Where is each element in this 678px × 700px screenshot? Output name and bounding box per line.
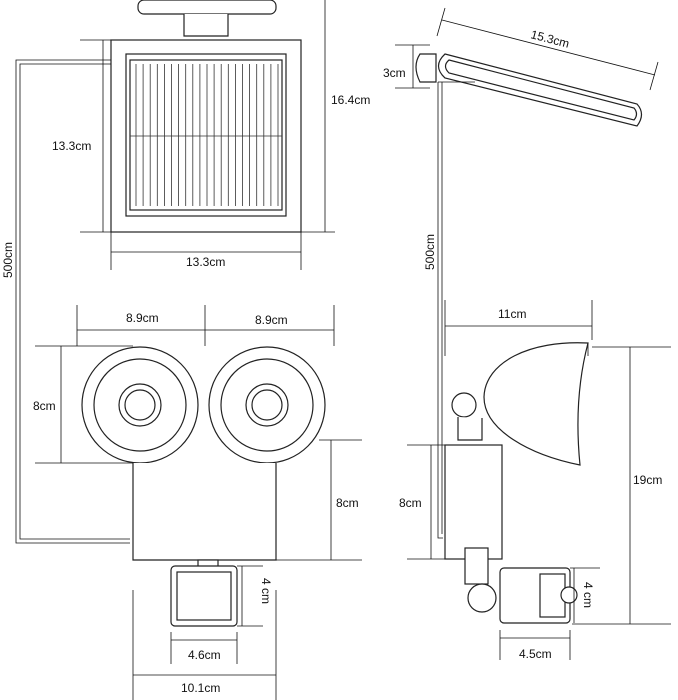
label-cable-front: 500cm <box>1 242 15 278</box>
dim-body-width: 10.1cm <box>132 590 277 700</box>
lamp-left <box>81 346 199 464</box>
lamp-head-side <box>483 342 589 466</box>
sensor-arm-side <box>464 547 489 585</box>
label-sensor-width-side: 4.5cm <box>519 647 552 661</box>
label-panel-thickness: 3cm <box>383 66 406 80</box>
label-panel-height: 13.3cm <box>52 139 91 153</box>
motion-sensor-front <box>170 565 238 627</box>
lamp-right <box>208 346 326 464</box>
dim-cable-front: 500cm <box>1 242 15 278</box>
panel-mount-bracket <box>137 0 277 15</box>
dim-cable-side: 500cm <box>423 234 437 270</box>
label-body-height-side: 8cm <box>399 496 422 510</box>
label-sensor-height-side: 4 cm <box>581 582 595 608</box>
label-sensor-height-front: 4 cm <box>259 578 273 604</box>
dim-panel-width: 13.3cm <box>110 232 302 270</box>
label-cable-side: 500cm <box>423 234 437 270</box>
cable-front <box>15 59 130 544</box>
label-body-height: 8cm <box>336 496 359 510</box>
dim-lamp-depth: 11cm <box>444 300 593 356</box>
dim-total-height: 19cm <box>572 346 671 625</box>
solar-cell-grid <box>135 64 279 206</box>
cable-side <box>437 82 443 539</box>
label-total-height: 19cm <box>633 473 662 487</box>
dim-body-height: 8cm <box>276 439 362 561</box>
dim-panel-height: 13.3cm <box>52 39 111 233</box>
label-panel-total-height: 16.4cm <box>331 93 370 107</box>
solar-panel-front <box>110 39 302 233</box>
front-view: 13.3cm 16.4cm 13.3cm 500cm 8.9cm 8.9cm <box>1 0 370 700</box>
dim-panel-total-height: 16.4cm <box>301 0 370 233</box>
dim-body-height-side: 8cm <box>399 444 445 560</box>
label-lamp-width-left: 8.9cm <box>126 311 159 325</box>
label-lamp-height: 8cm <box>33 399 56 413</box>
label-panel-width: 13.3cm <box>186 255 225 269</box>
lamp-body-front <box>132 463 277 561</box>
motion-sensor-side <box>499 567 578 624</box>
lamp-arm-side <box>457 417 483 441</box>
dim-sensor-height-front: 4 cm <box>237 565 273 627</box>
lamp-pivot-knob <box>451 392 477 418</box>
label-sensor-width-front: 4.6cm <box>188 648 221 662</box>
dim-sensor-width-side: 4.5cm <box>499 630 571 661</box>
label-body-width: 10.1cm <box>181 681 220 695</box>
dim-lamp-widths: 8.9cm 8.9cm <box>76 305 335 346</box>
dim-panel-thickness: 3cm <box>383 44 430 89</box>
label-lamp-depth: 11cm <box>498 307 526 321</box>
label-lamp-width-right: 8.9cm <box>255 313 288 327</box>
dim-sensor-width-front: 4.6cm <box>170 632 238 664</box>
panel-mount-neck <box>183 14 229 37</box>
solar-panel-side <box>415 53 643 127</box>
dim-lamp-height: 8cm <box>33 345 133 464</box>
label-panel-length: 15.3cm <box>529 27 571 50</box>
dim-sensor-height-side: 4 cm <box>570 567 600 623</box>
side-view: 3cm 15.3cm 500cm 11cm 8cm 19cm <box>383 7 671 661</box>
cable-front-inner <box>19 63 130 540</box>
sensor-pivot-knob <box>467 583 497 613</box>
lamp-body-side <box>444 444 503 560</box>
